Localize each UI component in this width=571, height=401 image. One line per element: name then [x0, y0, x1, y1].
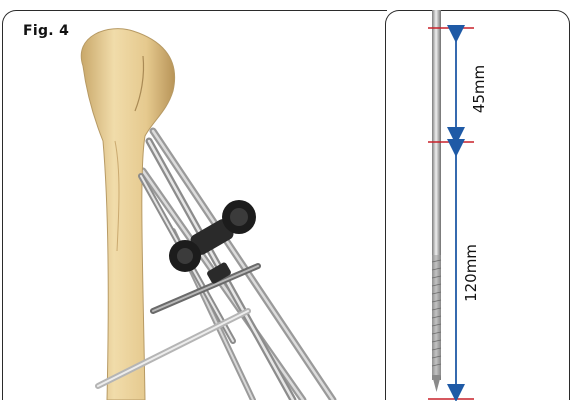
upper-dimension-label: 45mm — [470, 65, 488, 113]
lower-dimension-label: 120mm — [462, 244, 480, 302]
bone-pin — [432, 10, 441, 392]
